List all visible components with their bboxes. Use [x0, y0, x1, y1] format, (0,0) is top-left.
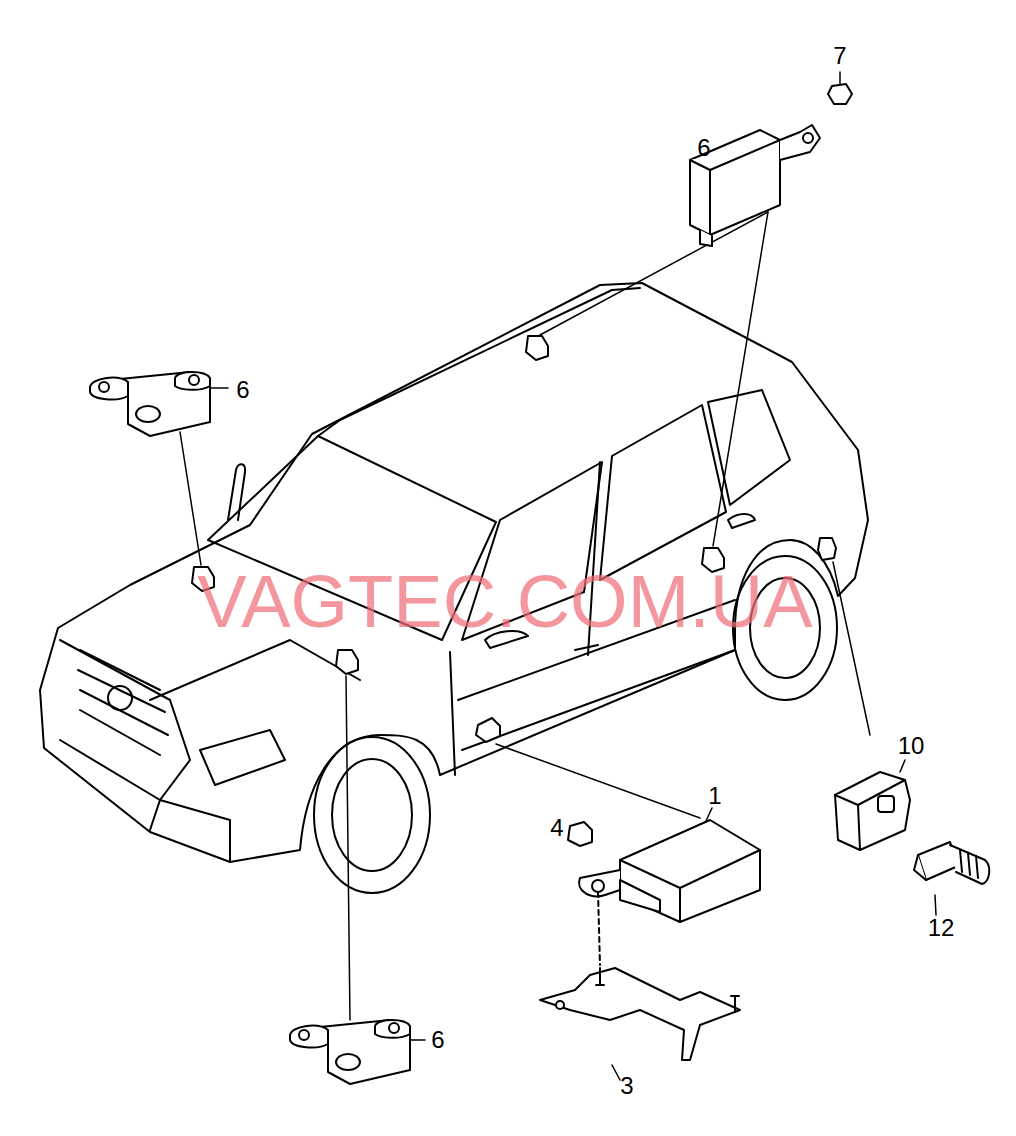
- callout-number: 10: [898, 734, 925, 758]
- location-markers: [192, 336, 836, 742]
- leader-lines: [180, 72, 936, 1080]
- sensor-part: [690, 84, 852, 246]
- watermark: VAGTEC.COM.UA: [197, 565, 812, 639]
- sensor-part: [90, 372, 210, 436]
- callout-number: 4: [550, 816, 563, 840]
- callout-number: 1: [708, 784, 721, 808]
- callout-number: 6: [697, 136, 710, 160]
- control-module: [540, 820, 760, 1060]
- callout-number: 6: [431, 1028, 444, 1052]
- callout-number: 3: [620, 1074, 633, 1098]
- callout-number: 6: [236, 378, 249, 402]
- callout-number: 12: [928, 916, 955, 940]
- car-body: [40, 283, 868, 893]
- tyre-pressure-sensor: [835, 772, 989, 884]
- sensor-part: [290, 1020, 410, 1084]
- callout-number: 7: [833, 44, 846, 68]
